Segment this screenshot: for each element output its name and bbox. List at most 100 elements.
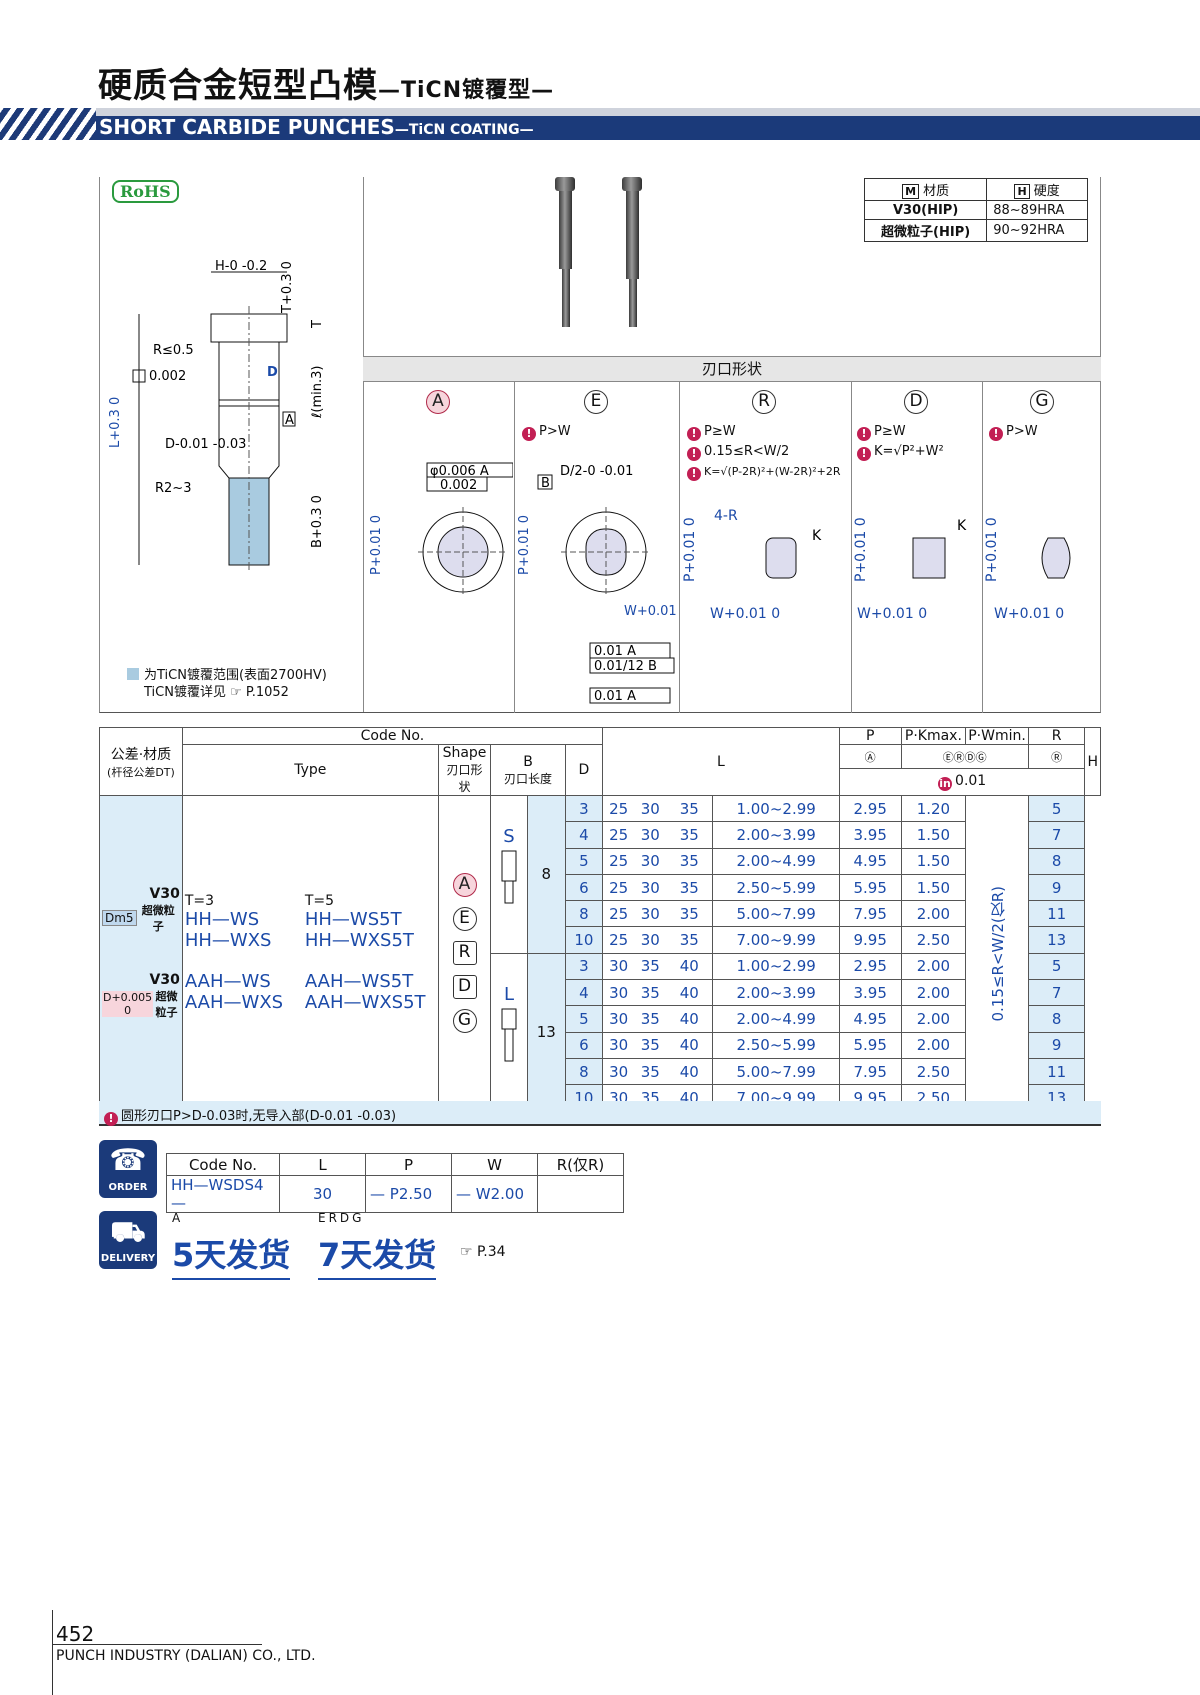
- order-table: Code No. L P W R(仅R) HH—WSDS4 — 30 — P2.…: [166, 1153, 624, 1213]
- shape-r-note-2: !0.15≤R<W/2: [687, 444, 789, 461]
- l-cell: 25: [601, 873, 635, 902]
- pw-cell: 1.50: [900, 821, 967, 849]
- coating-legend: 为TiCN镀覆范围(表面2700HV): [127, 664, 327, 683]
- header-p: P: [838, 727, 902, 745]
- shape-g-note: !P>W: [989, 424, 1038, 441]
- pk-cell: 3.95: [838, 979, 902, 1007]
- d-cell: 5: [564, 1005, 603, 1033]
- dim-t: T+0.3 0: [280, 261, 295, 314]
- pk-cell: 2.95: [838, 794, 902, 823]
- dim-ell: ℓ(min.3): [310, 366, 325, 419]
- order-code: HH—WSDS4 —: [166, 1175, 280, 1213]
- shape-d-k: K: [957, 518, 967, 534]
- company-name: PUNCH INDUSTRY (DALIAN) CO., LTD.: [56, 1648, 316, 1664]
- delivery-ref: ☞ P.34: [460, 1244, 506, 1260]
- b-s-cell: 8: [526, 795, 566, 954]
- hardness-cell: 88~89HRA: [986, 200, 1088, 220]
- p-cell: 2.00~4.99: [712, 1005, 840, 1033]
- pw-cell: 2.50: [900, 1057, 967, 1086]
- delivery-a-letters: A: [172, 1211, 181, 1225]
- h-cell: 5: [1027, 952, 1086, 981]
- shape-e-w: W+0.01 0: [624, 604, 678, 619]
- l-cell: 25: [601, 847, 635, 875]
- h-cell: 11: [1027, 1057, 1086, 1086]
- p-cell: 7.00~9.99: [712, 926, 840, 954]
- d-cell: 3: [564, 794, 603, 823]
- d-cell: 5: [564, 847, 603, 875]
- material-header: M 材质: [863, 178, 988, 201]
- l-cell: 40: [666, 1005, 714, 1033]
- l-cell: 30: [634, 847, 667, 875]
- shape-e-tol3: 0.01 A: [594, 689, 636, 704]
- shape-e-letter: E: [584, 390, 608, 414]
- d-cell: 6: [564, 873, 603, 902]
- p-cell: 1.00~2.99: [712, 794, 840, 823]
- header-p-shape: Ⓐ: [838, 743, 902, 770]
- shape-r-letter: R: [752, 390, 776, 414]
- d-cell: 6: [564, 1031, 603, 1059]
- shape-a-drawing: φ0.006 A 0.002 P+0.01 0: [369, 462, 513, 597]
- group-s-cell: S: [490, 795, 528, 954]
- header-r: R: [1027, 727, 1086, 745]
- header-band: [96, 108, 1200, 140]
- shape-e-tol1: 0.01 A: [594, 644, 636, 659]
- l-cell: 30: [634, 821, 667, 849]
- header-l: L: [601, 727, 840, 796]
- p-cell: 5.00~7.99: [712, 900, 840, 928]
- pk-cell: 4.95: [838, 847, 902, 875]
- pk-cell: 9.95: [838, 926, 902, 954]
- h-cell: 7: [1027, 979, 1086, 1007]
- pw-cell: 2.50: [900, 926, 967, 954]
- punch-drawing: H-0 -0.2 L+0.3 0 R≤0.5 0.002 D-0.01 -0.0…: [108, 259, 325, 573]
- pw-cell: 2.00: [900, 1005, 967, 1033]
- l-cell: 35: [666, 926, 714, 954]
- l-cell: 30: [634, 873, 667, 902]
- shape-r-p: P+0.01 0: [682, 517, 698, 582]
- pw-cell: 2.00: [900, 900, 967, 928]
- d-cell: 4: [564, 821, 603, 849]
- dim-r05: R≤0.5: [153, 343, 194, 358]
- header-type: Type: [181, 744, 439, 796]
- p-cell: 1.00~2.99: [712, 952, 840, 981]
- l-cell: 35: [634, 1031, 667, 1059]
- l-cell: 35: [634, 979, 667, 1007]
- shape-r-drawing: 4-R K P+0.01 0 W+0.01 0: [682, 508, 822, 622]
- l-cell: 30: [601, 1031, 635, 1059]
- h-cell: 5: [1027, 794, 1086, 823]
- group-l-cell: L: [490, 952, 528, 1112]
- l-cell: 35: [666, 821, 714, 849]
- h-cell: 7: [1027, 821, 1086, 849]
- shape-g-letter: G: [1030, 390, 1054, 414]
- h-cell: 9: [1027, 1031, 1086, 1059]
- shape-r-note-3: !K=√(P-2R)²+(W-2R)²+2R: [687, 465, 841, 481]
- pw-cell: 2.00: [900, 979, 967, 1007]
- l-cell: 25: [601, 794, 635, 823]
- order-header: W: [451, 1153, 538, 1176]
- h-cell: 8: [1027, 1005, 1086, 1033]
- shape-d-drawing: K P+0.01 0 W+0.01 0: [853, 517, 967, 622]
- l-cell: 35: [666, 900, 714, 928]
- pk-cell: 5.95: [838, 1031, 902, 1059]
- shape-e-p: P+0.01 0: [517, 515, 532, 575]
- r-note-cell: 0.15≤R<W/2(仅R): [965, 795, 1029, 1112]
- dim-l: L+0.3 0: [108, 397, 123, 448]
- header-pk-shapes: ⒺⓇⒹⒼ: [900, 743, 1029, 770]
- page-subtitle: SHORT CARBIDE PUNCHES—TiCN COATING—: [99, 115, 534, 139]
- l-cell: 30: [601, 1005, 635, 1033]
- punch-right: [622, 177, 642, 327]
- order-header: Code No.: [166, 1153, 280, 1176]
- pk-cell: 7.95: [838, 1057, 902, 1086]
- p-cell: 2.50~5.99: [712, 873, 840, 902]
- order-p: — P2.50: [365, 1175, 452, 1213]
- delivery-other: 7天发货: [318, 1230, 437, 1280]
- pk-cell: 4.95: [838, 1005, 902, 1033]
- shape-g-p: P+0.01 0: [984, 517, 1000, 582]
- l-cell: 30: [634, 900, 667, 928]
- pk-cell: 5.95: [838, 873, 902, 902]
- dim-max12: T: [310, 320, 325, 329]
- p-cell: 2.00~3.99: [712, 979, 840, 1007]
- h-cell: 13: [1027, 926, 1086, 954]
- shape-g-w: W+0.01 0: [994, 606, 1064, 622]
